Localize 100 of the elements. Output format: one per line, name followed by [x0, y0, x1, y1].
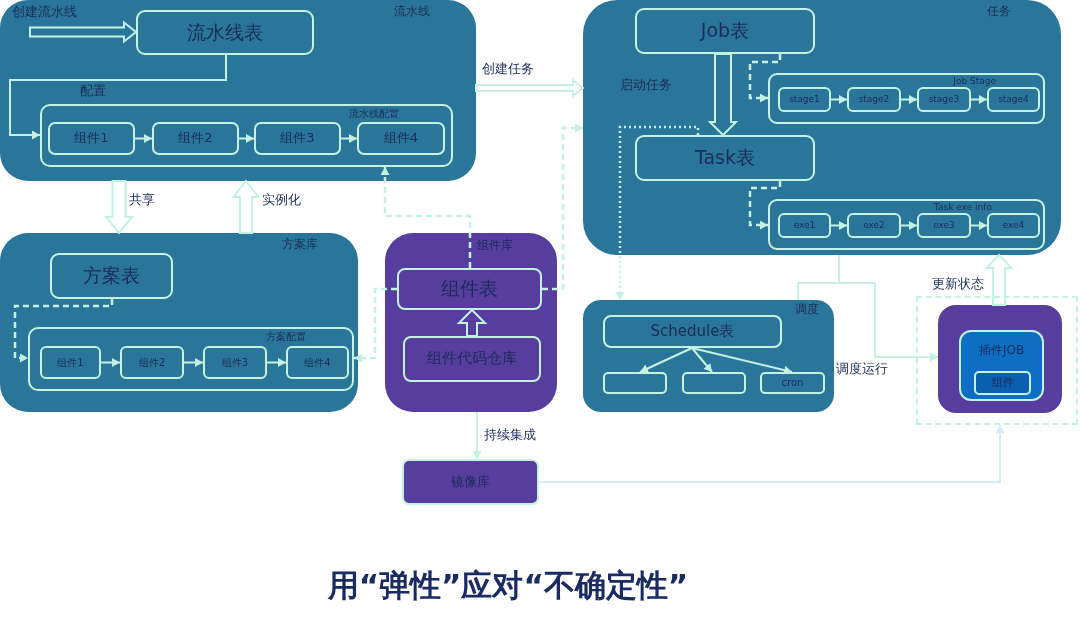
arrow: [183, 358, 204, 367]
config-container: [28, 327, 354, 391]
hollow-arrow: [456, 308, 488, 337]
component-box: [286, 346, 349, 379]
component-box: [120, 346, 184, 379]
dashed-arrow: [354, 287, 397, 363]
edge-label: 更新状态: [932, 277, 984, 292]
hollow-arrow: [29, 20, 138, 44]
arrow: [830, 95, 848, 104]
box-label: 组件表: [441, 278, 498, 300]
group-panel: [583, 0, 1061, 255]
stage-box: [778, 87, 831, 112]
hollow-arrow: [707, 53, 739, 137]
table-box: [603, 315, 782, 348]
box-label: 组件1: [74, 131, 109, 146]
stage-box: [987, 87, 1040, 112]
stage-container: [768, 73, 1045, 124]
exe-box: [987, 213, 1040, 238]
edge-label: 实例化: [262, 193, 301, 208]
arrow: [472, 411, 482, 460]
dashed-boundary: [916, 296, 1078, 425]
store-box: [682, 372, 746, 394]
arrow: [266, 358, 287, 367]
store-box: [760, 372, 825, 394]
arrow: [538, 424, 1005, 483]
cluster-panel: [938, 305, 1062, 413]
component-box: [48, 122, 135, 155]
table-box: [136, 10, 314, 55]
arrow: [900, 221, 918, 230]
box-label: exe2: [863, 220, 885, 231]
box-label: Job表: [700, 20, 750, 42]
edge-label: 创建流水线: [12, 5, 77, 20]
config-container: [40, 104, 453, 167]
job-box: [959, 330, 1044, 401]
table-box: [635, 135, 815, 181]
component-box: [152, 122, 239, 155]
box-label: Task表: [695, 147, 755, 169]
dashed-arrow: [748, 54, 782, 103]
box-label: 组件3: [280, 131, 315, 146]
edge-label: 创建任务: [482, 62, 534, 77]
box-label: stage3: [928, 94, 960, 105]
group-panel: [385, 233, 557, 412]
box-label: 流水线表: [187, 21, 263, 44]
arrow: [238, 134, 255, 143]
stage-box: [847, 87, 901, 112]
dashed-arrow: [748, 181, 782, 230]
box-label: 镜像库: [451, 474, 490, 490]
edge-label: 启动任务: [620, 78, 672, 93]
repository-box: [403, 336, 541, 382]
table-box: [635, 8, 815, 54]
panel-heading: 组件库: [477, 239, 513, 253]
image-repository-box: [402, 459, 539, 505]
group-panel: [583, 300, 834, 412]
info-container: [768, 199, 1045, 250]
box-label: stage4: [998, 94, 1029, 105]
box-label: 组件4: [383, 131, 419, 146]
box-label: exe1: [793, 220, 816, 231]
edge-label: 配置: [80, 84, 106, 99]
arrow: [970, 221, 988, 230]
box-label: 组件1: [57, 356, 84, 369]
panel-heading: 任务: [987, 5, 1011, 19]
dashed-arrow: [542, 123, 583, 291]
stage-box: [917, 87, 971, 112]
box-label: 组件: [991, 376, 1014, 390]
arrow: [639, 347, 693, 373]
panel-heading: 方案库: [282, 238, 318, 252]
arrow: [691, 347, 713, 373]
exe-box: [847, 213, 901, 238]
box-label: cron: [781, 377, 804, 389]
exe-box: [778, 213, 831, 238]
edge-label: 持续集成: [484, 428, 536, 443]
arrow: [134, 134, 153, 143]
hollow-arrow: [475, 77, 585, 99]
box-label: 组件代码仓库: [427, 350, 517, 368]
table-box: [397, 268, 542, 310]
component-box: [254, 122, 341, 155]
caption: 用“弹性”应对“不确定性”: [327, 568, 689, 604]
box-label: 组件2: [178, 131, 213, 146]
hollow-arrow: [984, 253, 1014, 306]
component-box: [974, 371, 1031, 395]
arrow: [340, 134, 358, 143]
box-label: exe4: [1002, 220, 1025, 231]
edge-label: 调度运行: [836, 362, 888, 377]
dashed-arrow: [380, 167, 472, 268]
store-box: [603, 372, 667, 394]
box-label: Schedule表: [650, 322, 735, 341]
box-label: 方案表: [83, 265, 140, 287]
component-box: [357, 122, 445, 155]
panel-heading: 调度: [795, 303, 819, 317]
hollow-arrow: [103, 180, 135, 235]
edge-label: 共享: [129, 193, 155, 208]
exe-box: [917, 213, 971, 238]
arrow: [900, 95, 918, 104]
box-label: 插件JOB: [978, 344, 1025, 358]
arrow: [797, 282, 939, 362]
box-label: stage2: [858, 94, 890, 105]
box-label: exe3: [933, 220, 955, 231]
dashed-arrow: [615, 125, 700, 300]
arrow: [830, 221, 848, 230]
box-label: stage1: [789, 94, 820, 105]
